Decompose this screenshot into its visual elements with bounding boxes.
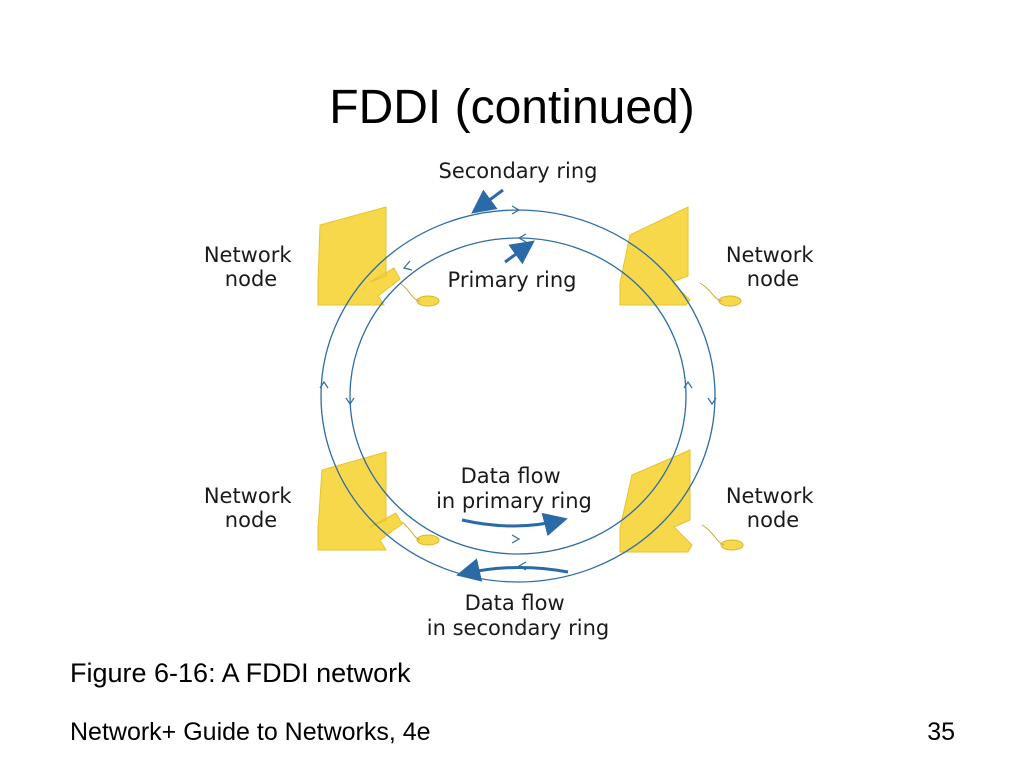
- data-flow-secondary-label: Data flow in secondary ring: [427, 591, 609, 640]
- secondary-ring-label: Secondary ring: [439, 159, 598, 183]
- slide-title: FDDI (continued): [329, 81, 695, 134]
- ring-direction-markers: [319, 205, 717, 571]
- network-node-bottom-left: [317, 451, 440, 551]
- footer-text: Network+ Guide to Networks, 4e: [70, 718, 431, 746]
- node-label-bottom-left: Network node: [204, 484, 298, 532]
- node-label-bottom-right: Network node: [726, 484, 820, 532]
- node-label-line2: node: [225, 267, 277, 291]
- data-flow-secondary-line2: in secondary ring: [427, 616, 609, 640]
- data-flow-primary-label: Data flow in primary ring: [436, 464, 592, 513]
- node-label-top-left: Network node: [204, 243, 298, 291]
- data-flow-secondary-line1: Data flow: [465, 591, 565, 615]
- network-node-bottom-right: [619, 449, 744, 553]
- node-label-line2: node: [747, 508, 799, 532]
- node-label-line1: Network: [726, 484, 815, 508]
- data-flow-primary-line1: Data flow: [461, 464, 561, 488]
- node-label-line2: node: [225, 508, 277, 532]
- node-label-line2: node: [747, 267, 799, 291]
- secondary-ring-pointer-arrow: [471, 188, 504, 214]
- primary-ring-pointer-arrow: [504, 240, 535, 265]
- figure-caption: Figure 6-16: A FDDI network: [70, 658, 411, 688]
- node-label-top-right: Network node: [726, 243, 820, 291]
- network-node-top-left: [317, 206, 440, 307]
- node-label-line1: Network: [204, 243, 293, 267]
- primary-ring-label: Primary ring: [448, 268, 577, 292]
- data-flow-primary-line2: in primary ring: [436, 489, 592, 513]
- secondary-flow-arrow: [456, 558, 569, 582]
- node-label-line1: Network: [204, 484, 293, 508]
- node-label-line1: Network: [726, 243, 815, 267]
- primary-flow-arrow: [461, 512, 568, 537]
- page-number: 35: [927, 718, 955, 746]
